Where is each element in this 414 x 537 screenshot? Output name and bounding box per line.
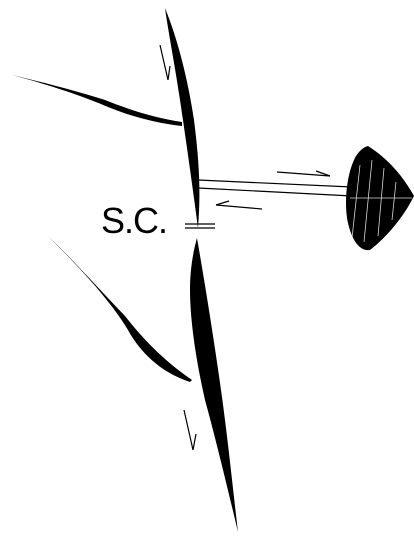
upper-branch-shape	[12, 75, 182, 126]
bulb-shape	[346, 146, 414, 250]
lower-down-arrow	[184, 410, 196, 450]
lower-branch-shape	[48, 236, 192, 382]
channel-lines	[198, 180, 352, 196]
upper-main-shape	[165, 8, 199, 228]
junction-ticks	[185, 224, 215, 228]
upper-down-arrow	[160, 45, 170, 80]
incoming-arrow	[216, 201, 262, 209]
sc-label: S.C.	[101, 201, 167, 241]
lower-main-shape	[190, 238, 238, 532]
outgoing-arrow	[277, 171, 330, 176]
